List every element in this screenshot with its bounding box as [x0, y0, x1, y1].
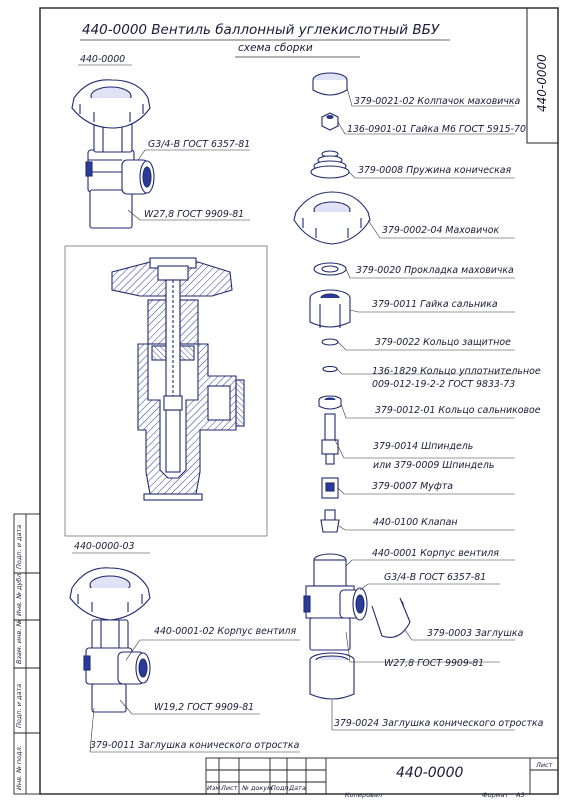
part-label: 379-0012-01 Кольцо сальниковое — [375, 405, 541, 416]
assembly-alt-bottom-thread-label: W19,2 ГОСТ 9909-81 — [154, 702, 255, 713]
part-label: 379-0014 Шпиндель — [373, 441, 474, 452]
part-label: 379-0003 Заглушка — [427, 628, 524, 639]
part-label: 136-0901-01 Гайка М6 ГОСТ 5915-70 — [347, 124, 526, 135]
tb-copied: Копировал — [345, 791, 383, 799]
page-title: 440-0000 Вентиль баллонный углекислотный… — [82, 22, 440, 38]
side-stamp-strip — [13, 513, 41, 795]
part-label: 136-1829 Кольцо уплотнительное — [372, 366, 541, 377]
tb-doc-code: 440-0000 — [396, 765, 464, 781]
assembly-main-code: 440-0000 — [80, 54, 126, 65]
tb-sheet-label: Лист — [536, 761, 553, 769]
tb-format-label: Формат — [482, 791, 509, 799]
part-label: 440-0001 Корпус вентиля — [372, 548, 499, 559]
part-label: 379-0008 Пружина коническая — [358, 165, 512, 176]
side-stamp-vzam: Взам. инв. № — [15, 619, 23, 664]
side-stamp-inv-dubl: Инв. № дубл. — [15, 571, 23, 616]
tb-podp: Подп. — [271, 784, 291, 792]
side-stamp-inv-podl: Инв. № подл. — [15, 745, 23, 790]
assembly-alt-code: 440-0000-03 — [74, 541, 135, 552]
assembly-alt-plug-label: 379-0011 Заглушка конического отростка — [90, 740, 300, 751]
part-label: 379-0002-04 Маховичок — [382, 225, 500, 236]
title-block-lines — [205, 757, 559, 795]
part-label: 379-0022 Кольцо защитное — [375, 337, 511, 348]
assembly-alt-drawing — [69, 567, 151, 713]
part-label: W27,8 ГОСТ 9909-81 — [384, 658, 485, 669]
tb-list: Лист — [221, 784, 238, 792]
part-label: 379-0024 Заглушка конического отростка — [334, 718, 544, 729]
part-label: 379-0020 Прокладка маховичка — [356, 265, 514, 276]
part-label: 009-012-19-2-2 ГОСТ 9833-73 — [372, 379, 516, 390]
part-label: 379-0011 Гайка сальника — [372, 299, 498, 310]
tb-format-value: А3 — [516, 791, 525, 799]
part-label: 379-0021-02 Колпачок маховичка — [354, 96, 521, 107]
tb-izm: Изм. — [207, 784, 223, 792]
corner-code: 440-0000 — [535, 54, 549, 112]
page-subtitle: схема сборки — [238, 42, 313, 54]
section-view-drawing — [111, 257, 245, 501]
assembly-main-bottom-thread-label: W27,8 ГОСТ 9909-81 — [144, 209, 245, 220]
part-label: 440-0100 Клапан — [373, 517, 458, 528]
side-stamp-podp-1: Подп. и дата — [15, 683, 23, 728]
side-stamp-podp-2: Подп. и дата — [15, 524, 23, 569]
corner-code-box — [526, 7, 559, 144]
assembly-main-thread-label: G3/4-B ГОСТ 6357-81 — [148, 139, 251, 150]
tb-ndoc: № докум. — [242, 784, 275, 792]
exploded-parts-drawing — [293, 72, 411, 700]
assembly-main-drawing — [71, 79, 155, 229]
part-label: или 379-0009 Шпиндель — [373, 460, 495, 471]
assembly-alt-body-label: 440-0001-02 Корпус вентиля — [154, 626, 297, 637]
part-label: 379-0007 Муфта — [372, 481, 453, 492]
part-label: G3/4-B ГОСТ 6357-81 — [384, 572, 487, 583]
section-view-frame — [64, 245, 268, 537]
tb-data: Дата — [289, 784, 306, 792]
